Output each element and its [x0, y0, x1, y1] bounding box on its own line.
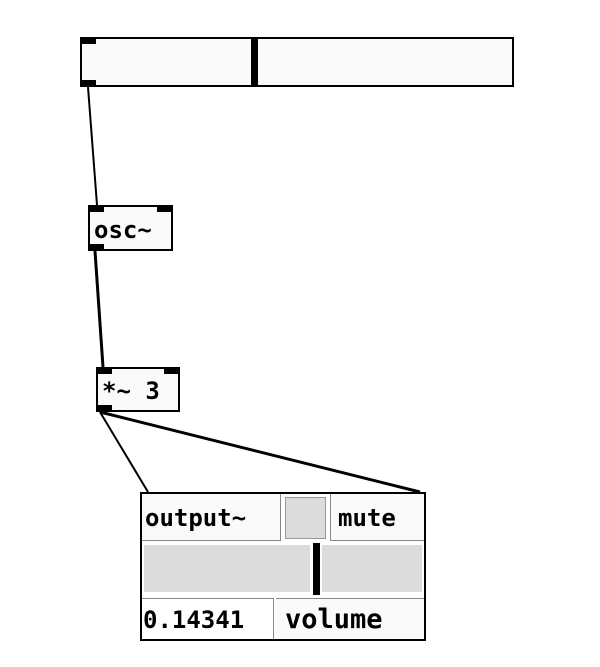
mute-label-box: mute: [330, 494, 424, 541]
inlet: [82, 39, 96, 44]
outlet: [90, 244, 104, 249]
slider-knob[interactable]: [313, 543, 320, 595]
multiply-object[interactable]: *~ 3: [96, 367, 180, 412]
volume-label: volume: [285, 604, 383, 635]
inlet: [90, 207, 104, 212]
outlet: [98, 405, 112, 410]
volume-slider[interactable]: [142, 543, 424, 595]
cord-multiply-to-output-left[interactable]: [99, 411, 149, 493]
mute-toggle[interactable]: [285, 497, 326, 539]
output-label: output~: [145, 504, 247, 532]
osc-label: osc~: [94, 216, 152, 244]
output-label-box: output~: [142, 494, 281, 541]
cord-slider-to-osc[interactable]: [87, 86, 98, 206]
output-abstraction: output~ mute 0.14341 volume: [140, 492, 426, 641]
frequency-slider[interactable]: [80, 37, 514, 87]
volume-number-box[interactable]: 0.14341: [142, 598, 274, 639]
volume-label-box: volume: [276, 598, 424, 639]
multiply-label: *~ 3: [102, 377, 160, 405]
mute-label: mute: [338, 504, 396, 532]
inlet: [98, 369, 112, 374]
outlet: [82, 80, 96, 85]
inlet: [164, 369, 178, 374]
cord-multiply-to-output-right[interactable]: [99, 410, 421, 494]
volume-value: 0.14341: [143, 606, 245, 634]
slider-track-left: [144, 545, 310, 592]
osc-object[interactable]: osc~: [88, 205, 173, 251]
slider-track-right: [322, 545, 422, 592]
cord-osc-to-multiply[interactable]: [93, 250, 105, 368]
slider-knob[interactable]: [251, 39, 259, 85]
inlet: [157, 207, 171, 212]
